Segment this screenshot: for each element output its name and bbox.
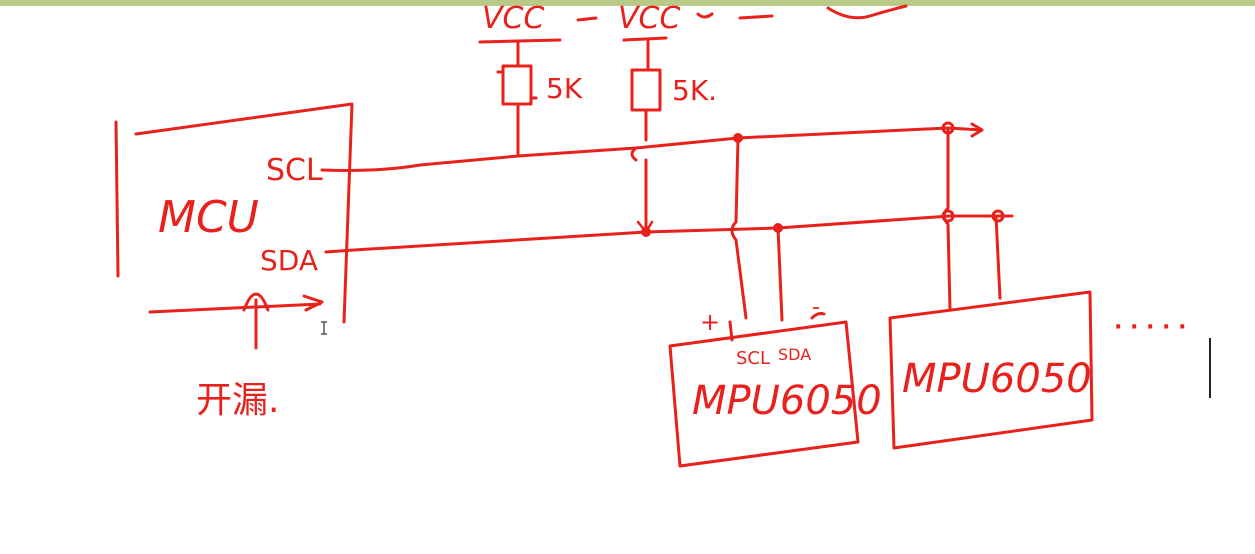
junction-sda-hop-device-2 xyxy=(941,209,955,223)
scl-bus-hop xyxy=(630,146,638,162)
junction-scl-device-2 xyxy=(941,121,955,135)
device-2-label: MPU6050 xyxy=(902,356,1092,402)
vcc-squiggle xyxy=(826,4,908,20)
vcc-label-right: VCC xyxy=(618,1,680,36)
mcu-sda-pin-label: SDA xyxy=(260,244,318,277)
mcu-arrow-head xyxy=(302,294,324,312)
junction-sda-device-1 xyxy=(773,223,783,233)
more-devices-ellipsis: · · · · · xyxy=(1114,315,1186,340)
text-caret xyxy=(1209,338,1211,398)
scl-bus-line xyxy=(320,126,950,172)
device-1-power-pins xyxy=(728,312,826,342)
vcc-dash-2 xyxy=(696,12,714,19)
vcc-label-left: VCC xyxy=(482,1,544,36)
junction-scl-device-1 xyxy=(733,133,743,143)
open-drain-symbol xyxy=(242,292,270,350)
device-1-scl-tap xyxy=(730,136,748,320)
resistor-1-hook xyxy=(496,70,538,100)
device-1-sda-tap xyxy=(776,226,784,322)
resistor-2-value: 5K. xyxy=(672,74,717,107)
vcc-bar-right xyxy=(622,36,668,42)
device-1-pin-scl: SCL xyxy=(736,348,770,369)
vcc-bar-left xyxy=(478,38,562,44)
device-1-pin-minus: - xyxy=(812,295,820,320)
vcc-dash-1 xyxy=(576,16,598,22)
device-2-sda-tap xyxy=(994,214,1002,300)
device-1-pin-plus: + xyxy=(700,308,720,336)
mcu-scl-pin-label: SCL xyxy=(266,153,323,188)
device-2-box xyxy=(888,290,1094,450)
resistor-2-body xyxy=(630,68,662,112)
resistor-1-body xyxy=(501,64,533,106)
device-1-pin-sda: SDA xyxy=(778,345,811,364)
resistor-1-value: 5K xyxy=(546,72,583,105)
device-1-label: MPU6050 xyxy=(692,378,882,424)
sda-bus-line xyxy=(324,214,1014,254)
mcu-label: MCU xyxy=(158,192,259,243)
open-drain-note: 开漏. xyxy=(196,380,279,421)
device-1-box xyxy=(668,320,860,468)
junction-sda-device-2 xyxy=(991,209,1005,223)
junction-sda-pullup xyxy=(641,227,651,237)
mouse-ibeam-icon xyxy=(321,321,327,335)
top-accent-bar xyxy=(0,0,1255,6)
vcc-dash-3 xyxy=(738,14,774,20)
